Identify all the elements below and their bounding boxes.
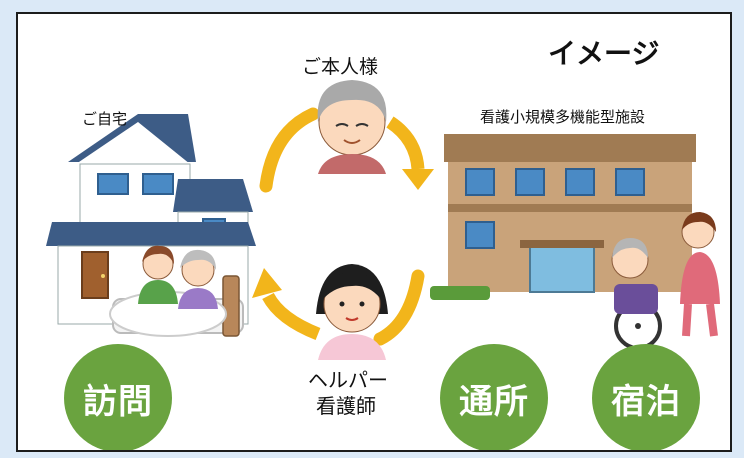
house-illustration <box>46 114 256 337</box>
person-illustration <box>317 80 387 174</box>
service-visit-label: 訪問 <box>83 381 153 422</box>
person-label: ご本人様 <box>302 56 379 78</box>
illustration-layer <box>46 80 720 360</box>
home-label: ご自宅 <box>82 110 128 128</box>
facility-label: 看護小規模多機能型施設 <box>480 108 646 126</box>
diagram-canvas: イメージ ご本人様 ご自宅 看護小規模多機能型施設 ヘルパー 看護師 訪問 通所… <box>16 12 732 452</box>
service-daycare-circle: 通所 <box>440 344 548 450</box>
helper-label-line2: 看護師 <box>316 394 376 418</box>
facility-illustration <box>430 134 720 350</box>
service-stay-label: 宿泊 <box>611 381 681 422</box>
service-daycare-label: 通所 <box>459 381 529 422</box>
helper-illustration <box>316 264 388 360</box>
service-stay-circle: 宿泊 <box>592 344 700 450</box>
service-visit-circle: 訪問 <box>64 344 172 450</box>
cycle-arrows <box>252 107 434 346</box>
helper-label-line1: ヘルパー <box>308 368 388 392</box>
diagram-title: イメージ <box>548 37 660 70</box>
